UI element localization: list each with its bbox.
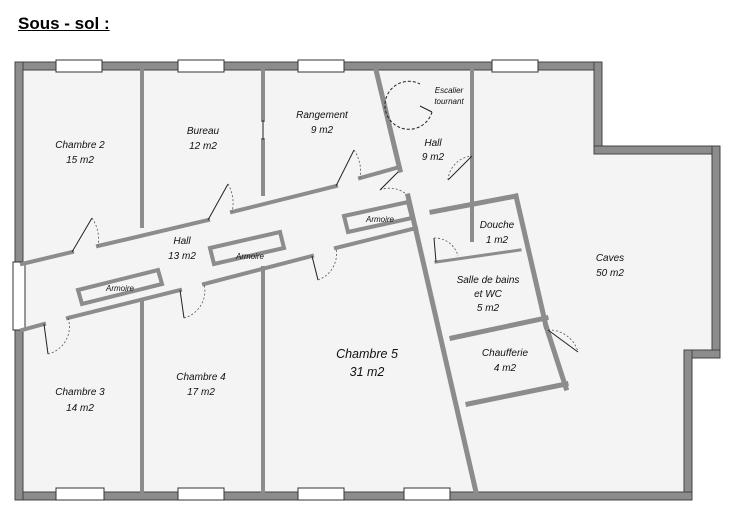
stair-label: tournant <box>434 97 464 106</box>
window <box>12 261 26 331</box>
staircase-symbol <box>384 80 433 130</box>
room-area: 14 m2 <box>66 403 94 414</box>
window <box>55 59 103 73</box>
room-name: Chambre 5 <box>336 347 398 361</box>
room-name: Hall <box>424 138 442 149</box>
armoire-label: Armoire <box>235 252 265 261</box>
room-name: Chaufferie <box>482 348 529 359</box>
room-area: 9 m2 <box>422 152 445 163</box>
room-name: Chambre 3 <box>55 387 105 398</box>
windows <box>12 59 539 501</box>
window <box>297 487 345 501</box>
window <box>491 59 539 73</box>
room-area: 17 m2 <box>187 387 215 398</box>
armoire-label: Armoire <box>365 215 395 224</box>
room-area: 5 m2 <box>477 303 500 314</box>
room-name: Douche <box>480 220 515 231</box>
room-area: 12 m2 <box>189 141 217 152</box>
room-name: Chambre 2 <box>55 140 105 151</box>
room-name: Caves <box>596 253 624 264</box>
room-area: 9 m2 <box>311 125 334 136</box>
armoire-box <box>207 229 287 267</box>
window <box>177 487 225 501</box>
room-area: 50 m2 <box>596 268 624 279</box>
armoire-box <box>75 267 165 307</box>
room-name: Chambre 4 <box>176 372 226 383</box>
room-name: Rangement <box>296 110 349 121</box>
room-area: 13 m2 <box>168 251 196 262</box>
room-area: 4 m2 <box>494 363 517 374</box>
doors <box>43 120 579 355</box>
stair-label: Escalier <box>435 86 464 95</box>
armoire-label: Armoire <box>105 284 135 293</box>
room-labels: Chambre 2 15 m2 Bureau 12 m2 Rangement 9… <box>55 86 624 414</box>
room-name: Bureau <box>187 126 220 137</box>
window <box>177 59 225 73</box>
window <box>55 487 105 501</box>
room-area: 15 m2 <box>66 155 94 166</box>
room-name: Salle de bains <box>457 275 520 286</box>
armoire-box <box>341 199 415 235</box>
armoires <box>75 199 415 307</box>
page-title: Sous - sol : <box>18 14 110 33</box>
window <box>403 487 451 501</box>
room-area: 31 m2 <box>350 365 385 379</box>
window <box>297 59 345 73</box>
room-name: Hall <box>173 236 191 247</box>
interior-walls <box>19 66 570 495</box>
room-name: et WC <box>474 289 503 300</box>
room-area: 1 m2 <box>486 235 509 246</box>
